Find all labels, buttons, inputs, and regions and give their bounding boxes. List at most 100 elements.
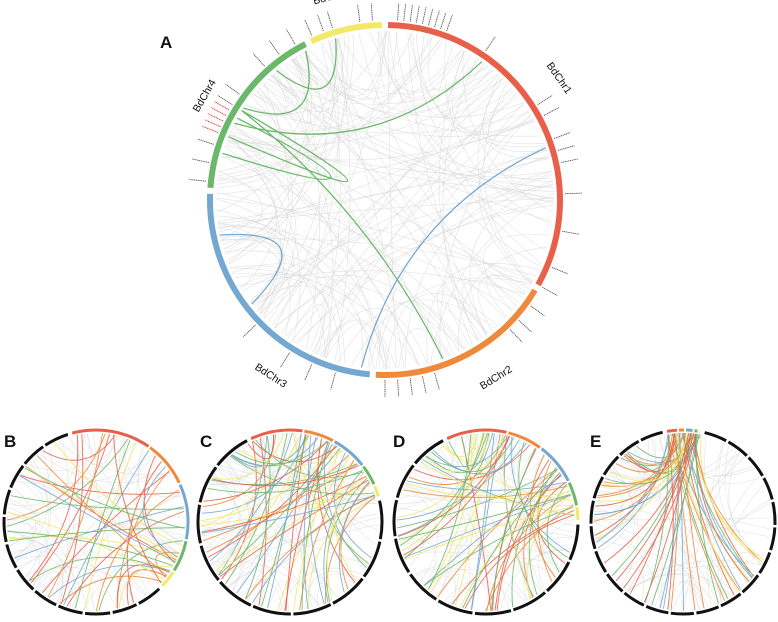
background-link [252, 93, 555, 200]
gene-tick [252, 53, 265, 67]
background-link [445, 442, 542, 592]
synteny-link [247, 434, 275, 460]
synteny-link [203, 440, 328, 502]
background-link [216, 215, 294, 323]
background-link [671, 499, 770, 611]
species-chromosome-arc [394, 538, 411, 574]
synteny-link [202, 463, 358, 542]
background-link [334, 37, 351, 362]
synteny-link [326, 477, 368, 602]
synteny-link [492, 448, 537, 611]
gene-tick [304, 19, 313, 36]
synteny-link [397, 432, 484, 519]
synteny-link [66, 510, 185, 607]
species-chromosome-arc [5, 544, 18, 569]
synteny-link [643, 433, 692, 603]
synteny-link [59, 575, 163, 604]
highlight-link [228, 109, 349, 183]
species-chromosome-arc [362, 541, 382, 578]
background-link [436, 574, 459, 604]
background-link [52, 434, 80, 601]
background-link [441, 54, 492, 118]
synteny-link [460, 490, 570, 608]
background-link [594, 502, 621, 513]
synteny-link [20, 475, 180, 495]
background-link [16, 446, 53, 484]
panel-a: A BdChr1BdChr2BdChr3BdChr4BdChr5 [160, 0, 582, 397]
highlight-link [219, 233, 283, 305]
synteny-link [667, 434, 674, 610]
bd-chromosome-arc [149, 446, 181, 484]
background-link [430, 192, 555, 363]
highlight-link [222, 117, 332, 181]
species-chromosome-arc [589, 500, 595, 524]
gene-tick [268, 40, 280, 55]
synteny-link [406, 480, 566, 491]
species-chromosome-arc [392, 499, 399, 537]
background-link [15, 556, 63, 604]
species-chromosome-arc [413, 439, 444, 465]
synteny-link [63, 450, 150, 606]
synteny-link [74, 439, 131, 609]
synteny-link [530, 454, 556, 578]
synteny-link [423, 506, 574, 587]
synteny-link [398, 435, 510, 537]
background-link [10, 433, 86, 547]
species-chromosome-arc [771, 501, 777, 525]
synteny-link [30, 433, 111, 584]
synteny-link [672, 433, 740, 591]
background-link [706, 442, 724, 607]
background-link [325, 323, 389, 370]
species-chromosome-arc [741, 574, 760, 594]
background-link [38, 453, 172, 483]
synteny-link [399, 434, 505, 543]
chromosome-label-chr1: BdChr1 [544, 60, 574, 96]
background-link [20, 450, 150, 570]
background-link [417, 433, 500, 473]
species-chromosome-arc [727, 440, 748, 457]
background-link [654, 450, 737, 607]
synteny-link [238, 449, 344, 467]
background-link [230, 131, 421, 366]
background-link [227, 33, 355, 262]
background-link [250, 285, 331, 359]
gene-tick [440, 12, 447, 29]
species-chromosome-arc [623, 591, 645, 607]
background-link [483, 82, 533, 283]
background-link [82, 433, 180, 554]
background-link [232, 263, 326, 356]
synteny-link [142, 466, 178, 558]
background-link [274, 173, 553, 329]
background-link [224, 250, 374, 369]
background-link [215, 198, 346, 365]
background-link [612, 466, 635, 577]
background-link [328, 40, 405, 368]
gene-tick [537, 95, 553, 105]
background-link [259, 82, 289, 314]
gene-tick [204, 119, 221, 128]
background-link [520, 447, 546, 477]
background-link [413, 556, 564, 575]
synteny-link [651, 434, 700, 606]
species-chromosome-arc [23, 445, 45, 465]
background-link [217, 37, 432, 182]
species-chromosome-arc [645, 604, 669, 615]
background-link [7, 465, 166, 517]
background-links [215, 30, 555, 370]
species-chromosome-arc [34, 589, 57, 607]
species-chromosome-arc [769, 527, 777, 551]
synteny-link [60, 434, 84, 605]
synteny-link [451, 509, 575, 605]
species-chromosome-arc [395, 464, 415, 499]
synteny-link [593, 433, 675, 522]
background-link [261, 37, 343, 113]
synteny-link [427, 434, 472, 590]
gene-tick [397, 3, 400, 21]
bd-chromosome-arc [178, 483, 190, 540]
synteny-link [215, 434, 310, 572]
gene-tick [317, 14, 324, 32]
background-link [230, 267, 420, 366]
background-link [486, 432, 562, 571]
panel-e-letter: E [590, 432, 601, 451]
background-link [398, 537, 437, 587]
